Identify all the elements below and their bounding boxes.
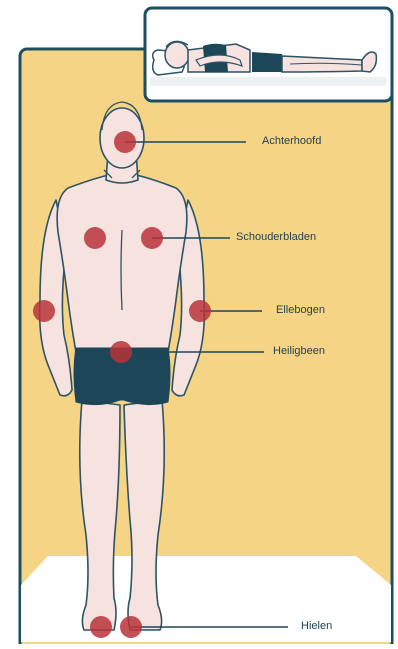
label-head: Achterhoofd: [262, 135, 321, 147]
pressure-point-right-elbow: [189, 300, 211, 322]
label-elbows: Ellebogen: [276, 304, 325, 316]
label-sacrum: Heiligbeen: [273, 345, 325, 357]
label-shoulder-blades: Schouderbladen: [236, 231, 316, 243]
label-heels: Hielen: [301, 620, 332, 632]
lying-figure-inset: [145, 8, 392, 101]
pressure-point-sacrum: [110, 341, 132, 363]
pressure-point-right-heel: [120, 616, 142, 638]
floor: [21, 556, 391, 642]
pressure-point-left-elbow: [33, 300, 55, 322]
pressure-point-right-shoulder: [141, 227, 163, 249]
pressure-point-left-shoulder: [84, 227, 106, 249]
pressure-point-left-heel: [90, 616, 112, 638]
pressure-point-head: [114, 131, 136, 153]
